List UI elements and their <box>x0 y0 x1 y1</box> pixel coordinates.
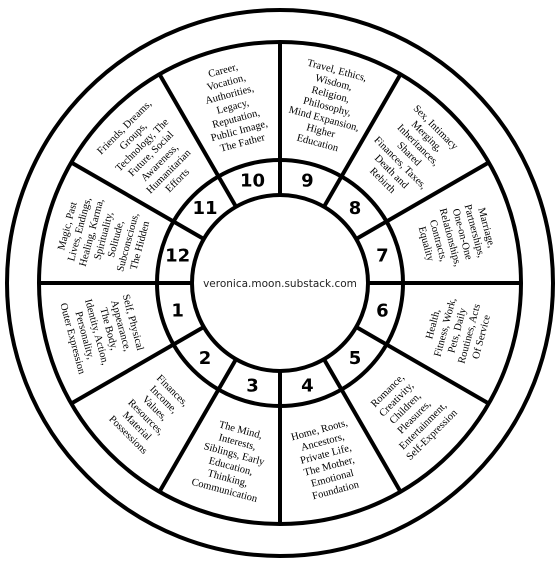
house-2-description: Finances,Income,Values,Resources,Materia… <box>106 373 190 457</box>
house-divider <box>157 73 238 208</box>
house-number: 9 <box>301 171 314 192</box>
center-label: veronica.moon.substack.com <box>203 278 357 290</box>
house-6-description: Health,Fitness, Work,Pets, DailyRoutines… <box>424 297 493 365</box>
house-divider <box>70 160 205 241</box>
house-number: 3 <box>246 375 259 396</box>
house-divider <box>355 325 490 406</box>
house-number: 11 <box>193 198 218 219</box>
house-number: 2 <box>199 348 212 369</box>
house-number: 5 <box>349 348 362 369</box>
house-number: 8 <box>349 198 362 219</box>
house-divider <box>322 358 403 493</box>
house-divider <box>157 358 238 493</box>
house-divider <box>322 73 403 208</box>
house-number: 1 <box>171 300 184 321</box>
house-7-description: Marriage,Partnerships,One-on-OneRelation… <box>416 203 497 268</box>
house-4-description: Home, Roots,Ancestors,Private Life,The M… <box>290 418 361 503</box>
house-dividers <box>39 42 521 524</box>
outer-border-ring <box>5 8 555 558</box>
house-8-description: Sex, IntimacyMerging,Inheritances,Shared… <box>367 103 460 196</box>
house-divider <box>70 325 205 406</box>
house-divider <box>355 160 490 241</box>
house-number: 10 <box>240 171 265 192</box>
house-3-description: The Mind,Interests,Siblings, EarlyEducat… <box>190 419 266 505</box>
house-number: 4 <box>301 375 314 396</box>
house-10-description: Career,Vocation,Authorities,Legacy,Reput… <box>204 62 269 155</box>
house-number: 6 <box>376 300 389 321</box>
house-number: 12 <box>165 246 190 267</box>
house-number: 7 <box>376 246 389 267</box>
house-11-description: Friends, Dreams,Groups,Technology, TheFu… <box>95 98 193 196</box>
